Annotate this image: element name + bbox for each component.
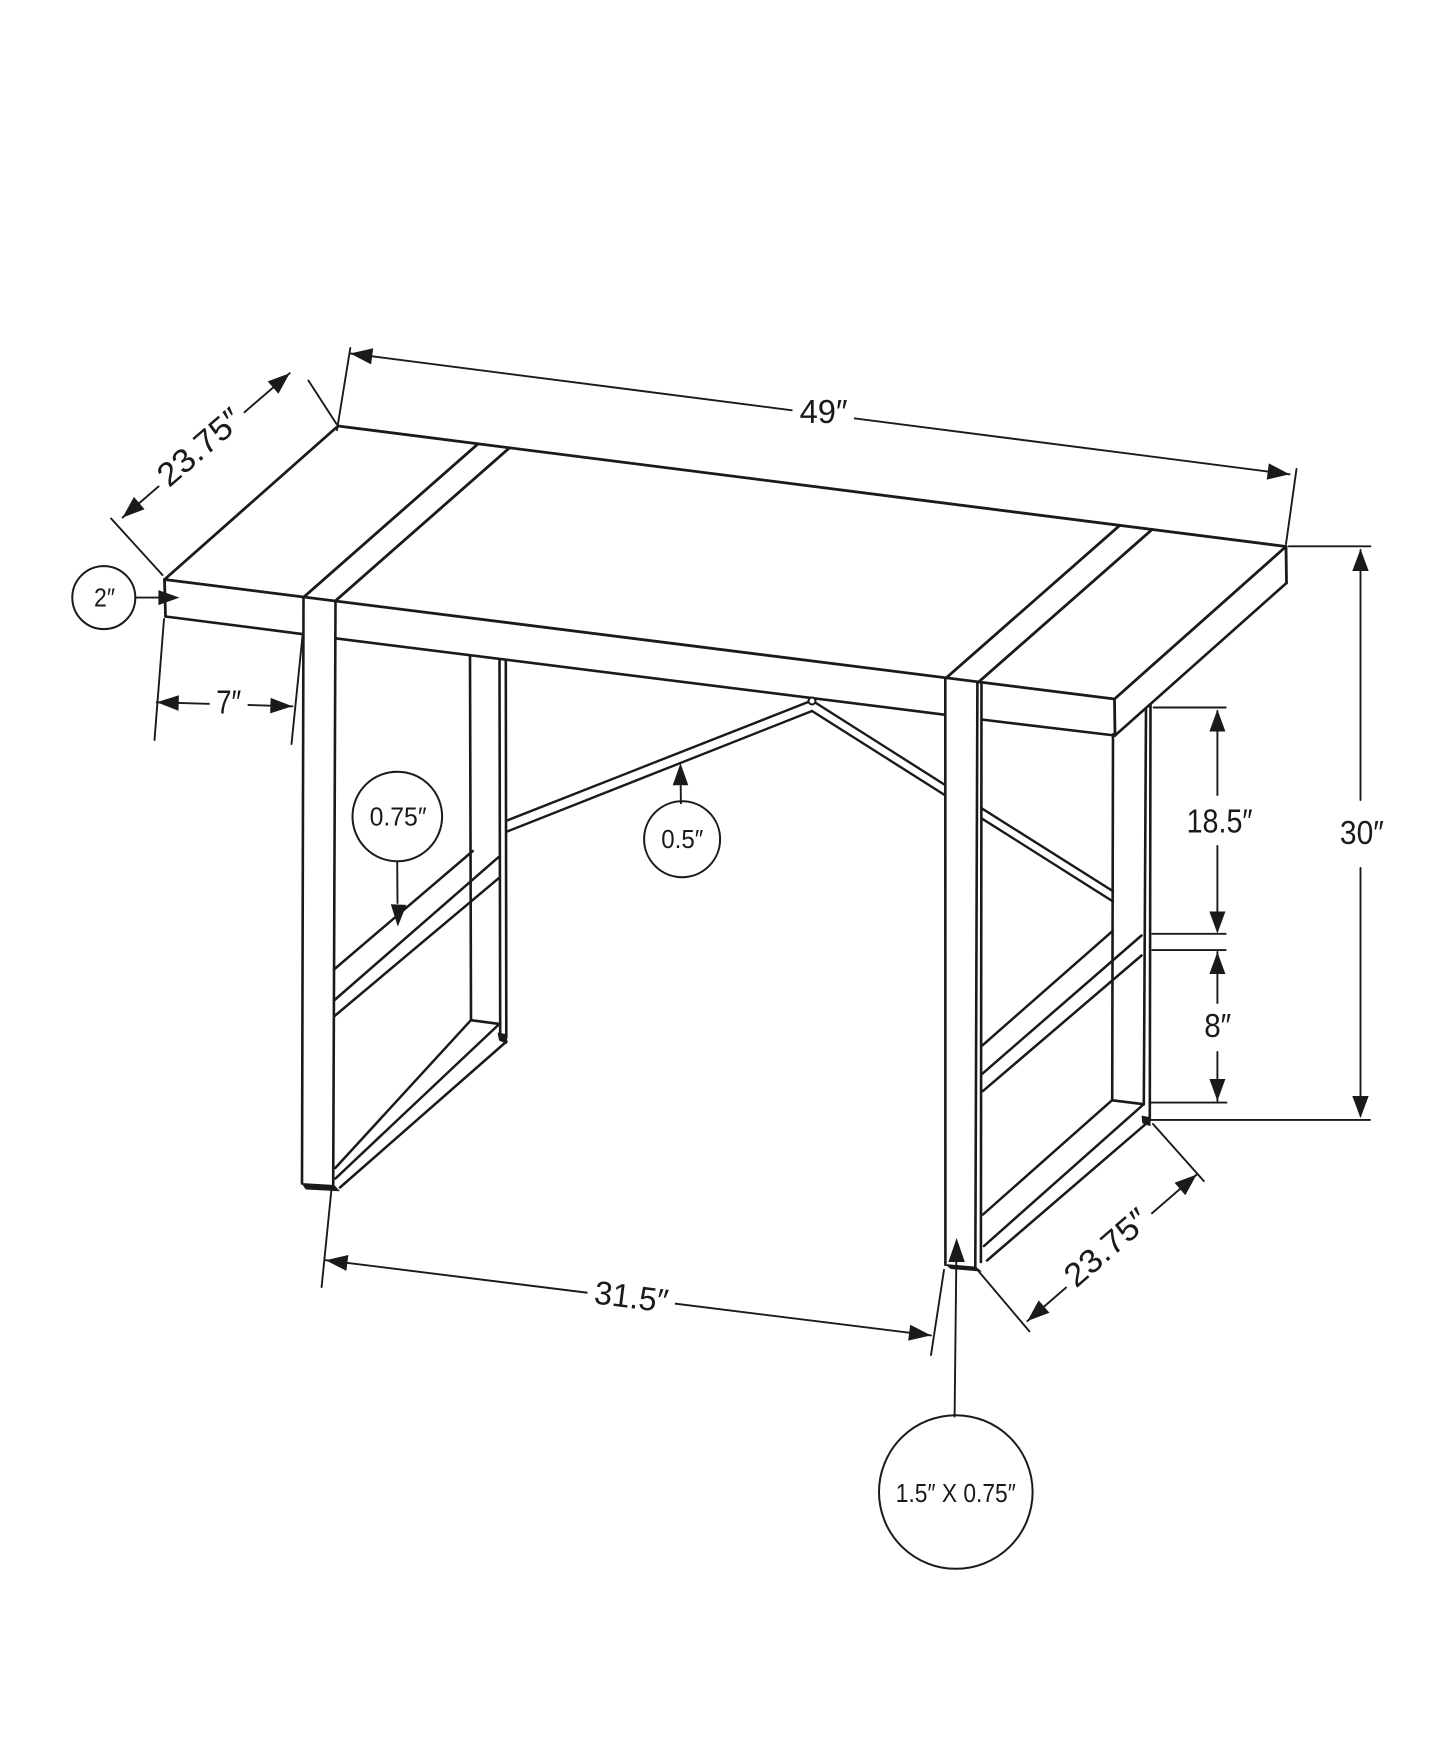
svg-text:1.5″ X 0.75″: 1.5″ X 0.75″	[896, 1478, 1016, 1508]
svg-text:7″: 7″	[216, 684, 241, 721]
svg-text:30″: 30″	[1340, 814, 1384, 851]
svg-text:2″: 2″	[94, 582, 115, 612]
svg-text:49″: 49″	[800, 393, 848, 430]
svg-text:31.5″: 31.5″	[592, 1274, 670, 1320]
svg-text:0.5″: 0.5″	[661, 824, 703, 854]
svg-text:0.75″: 0.75″	[370, 802, 427, 832]
svg-text:18.5″: 18.5″	[1187, 803, 1253, 840]
svg-text:8″: 8″	[1204, 1007, 1231, 1044]
